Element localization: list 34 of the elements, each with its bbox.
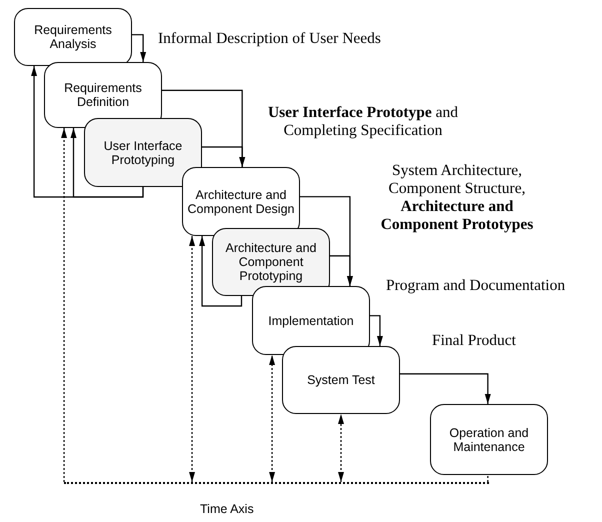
arrow <box>132 34 146 62</box>
process-box <box>252 286 370 355</box>
process-box <box>182 167 300 236</box>
axis-label: Time Axis <box>200 501 254 518</box>
box-label: Architecture and Component Design <box>187 188 295 216</box>
process-box <box>282 346 400 414</box>
arrow <box>330 255 353 286</box>
edge-label: System Architecture, Component Structure, Architecture and Component Prototypes <box>380 162 534 234</box>
box-label: Requirements Analysis <box>33 23 113 51</box>
box-label: Architecture and Component Prototyping <box>224 241 318 283</box>
arrow <box>189 236 196 482</box>
arrow <box>269 355 276 482</box>
box-label: Requirements Definition <box>63 81 143 109</box>
arrow <box>400 373 491 404</box>
process-box <box>430 404 548 475</box>
prototyping-box <box>84 118 202 187</box>
box-label: Implementation <box>268 314 354 328</box>
arrow <box>199 236 242 307</box>
time-axis <box>64 482 489 484</box>
arrow <box>370 315 383 346</box>
box-label: Operation and Maintenance <box>448 426 530 454</box>
process-box <box>44 62 162 128</box>
prototyping-box <box>212 228 330 296</box>
box-label: System Test <box>307 373 375 387</box>
edge-label: Final Product <box>432 332 517 350</box>
edge-label: User Interface Prototype and Completing Specification <box>266 104 460 140</box>
arrow <box>338 414 344 482</box>
arrow <box>31 66 144 198</box>
edge-label: Program and Documentation <box>386 277 566 295</box>
edge-label: Informal Description of User Needs <box>158 30 382 48</box>
box-label: User Interface Prototyping <box>102 138 184 166</box>
arrow <box>202 146 246 167</box>
arrow <box>61 128 68 482</box>
process-box <box>14 8 132 66</box>
